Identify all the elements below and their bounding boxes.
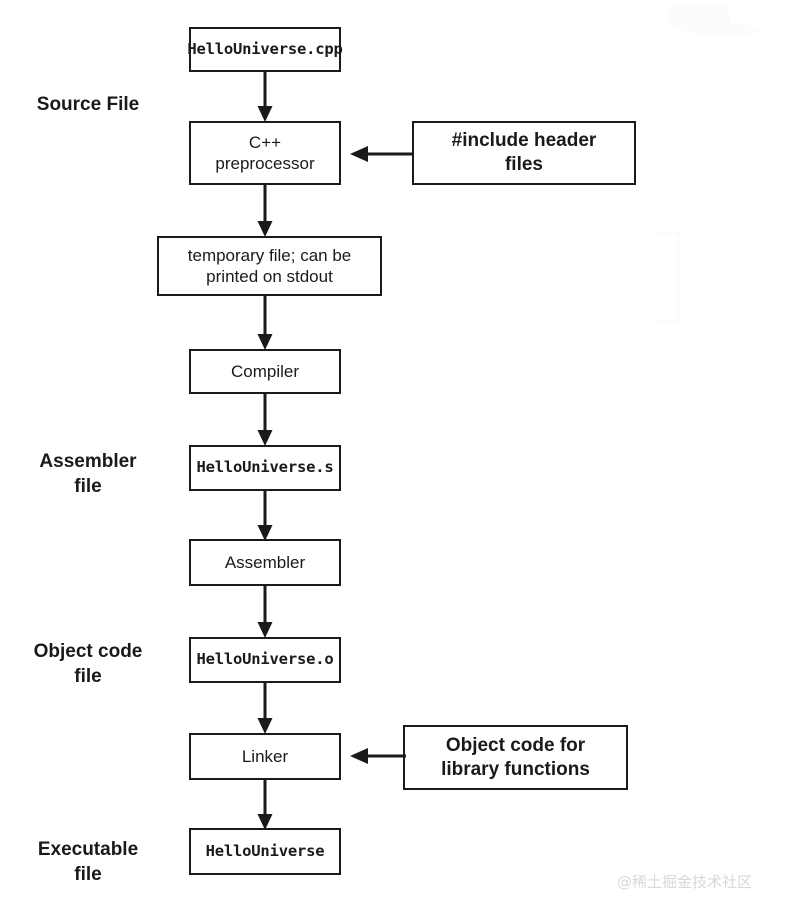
edge-library-to-linker — [350, 748, 406, 764]
node-include-header-files[interactable]: #include header files — [412, 121, 636, 185]
node-compiler[interactable]: Compiler — [189, 349, 341, 394]
node-hellouniverse-cpp[interactable]: HelloUniverse.cpp — [187, 27, 343, 72]
node-label: C++ preprocessor — [215, 132, 315, 173]
edge-s-to-assembler — [257, 489, 273, 541]
stage-label-object-code-file: Object code file — [33, 641, 143, 687]
node-label: Object code for library functions — [441, 734, 590, 780]
ghost-blob-mark — [668, 2, 730, 32]
node-label: Assembler — [224, 552, 306, 572]
edge-preprocessor-to-temp — [257, 183, 273, 237]
edge-temp-to-compiler — [257, 294, 273, 350]
node-label: HelloUniverse.s — [196, 458, 334, 477]
node-hellouniverse-o[interactable]: HelloUniverse.o — [189, 637, 341, 683]
ghost-bracket-mark — [655, 232, 680, 323]
edge-include-to-preprocessor — [350, 146, 414, 162]
edge-cpp-to-preprocessor — [257, 70, 273, 122]
node-hellouniverse[interactable]: HelloUniverse — [189, 828, 341, 875]
edge-o-to-linker — [257, 681, 273, 734]
node-label: Linker — [241, 746, 289, 766]
node-temporary-file[interactable]: temporary file; can be printed on stdout — [157, 236, 382, 296]
node-cpp-preprocessor[interactable]: C++ preprocessor — [189, 121, 341, 185]
node-assembler[interactable]: Assembler — [189, 539, 341, 586]
edge-linker-to-executable — [257, 778, 273, 830]
node-label: #include header files — [451, 130, 597, 175]
ghost-blob-mark-2 — [690, 24, 760, 36]
node-label: HelloUniverse — [205, 841, 325, 860]
node-object-code-library[interactable]: Object code for library functions — [403, 725, 628, 790]
stage-label-executable-file: Executable file — [37, 839, 139, 885]
node-linker[interactable]: Linker — [189, 733, 341, 780]
node-label: temporary file; can be printed on stdout — [187, 245, 352, 286]
stage-label-source-file: Source File — [36, 94, 140, 115]
edge-compiler-to-s — [257, 392, 273, 446]
node-label: Compiler — [230, 361, 300, 381]
stage-label-assembler-file: Assembler file — [39, 451, 137, 497]
site-watermark: @稀土掘金技术社区 — [617, 873, 753, 891]
node-label: HelloUniverse.o — [196, 650, 334, 669]
node-hellouniverse-s[interactable]: HelloUniverse.s — [189, 445, 341, 491]
node-label: HelloUniverse.cpp — [187, 39, 343, 58]
edge-assembler-to-o — [257, 584, 273, 638]
